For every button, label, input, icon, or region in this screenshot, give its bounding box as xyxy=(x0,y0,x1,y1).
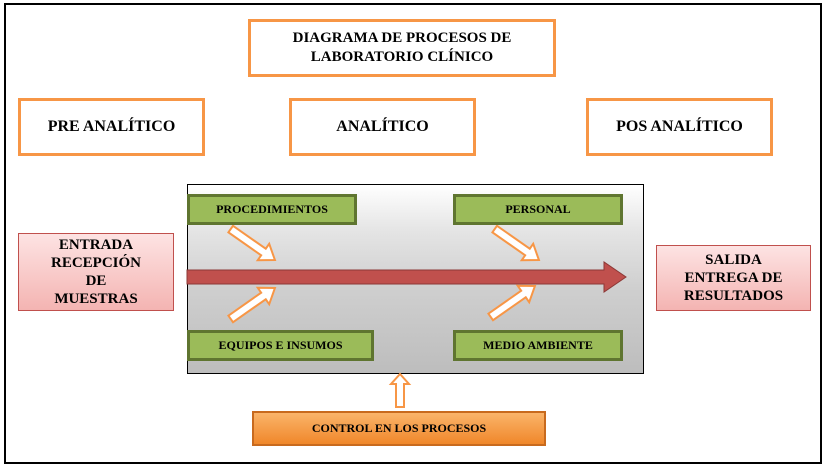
control-box: CONTROL EN LOS PROCESOS xyxy=(252,411,546,446)
factor-arrow-medio-ambiente xyxy=(487,284,537,322)
factor-arrow-procedimientos xyxy=(227,224,277,262)
input-box: ENTRADA RECEPCIÓN DE MUESTRAS xyxy=(18,233,174,311)
factor-medio-ambiente: MEDIO AMBIENTE xyxy=(453,330,623,361)
output-line-2: ENTREGA DE xyxy=(684,270,783,286)
control-arrow xyxy=(388,372,412,408)
factor-procedimientos: PROCEDIMIENTOS xyxy=(187,194,357,225)
title-line-1: DIAGRAMA DE PROCESOS DE xyxy=(292,30,512,46)
phase-analytic: ANALÍTICO xyxy=(289,98,476,156)
main-flow-arrow xyxy=(186,261,627,293)
input-line-3: DE xyxy=(85,273,107,289)
input-line-2: RECEPCIÓN xyxy=(50,255,141,271)
factor-equipos-insumos: EQUIPOS E INSUMOS xyxy=(187,330,374,361)
output-box: SALIDA ENTREGA DE RESULTADOS xyxy=(656,245,811,311)
output-line-3: RESULTADOS xyxy=(683,288,784,304)
diagram-title: DIAGRAMA DE PROCESOS DE LABORATORIO CLÍN… xyxy=(248,19,556,77)
factor-arrow-equipos xyxy=(227,286,277,324)
input-line-4: MUESTRAS xyxy=(54,291,138,307)
phase-pre-analytic: PRE ANALÍTICO xyxy=(18,98,205,156)
output-line-1: SALIDA xyxy=(705,252,762,268)
diagram-frame xyxy=(4,3,822,464)
input-line-1: ENTRADA xyxy=(58,237,134,253)
phase-post-analytic: POS ANALÍTICO xyxy=(586,98,773,156)
title-line-2: LABORATORIO CLÍNICO xyxy=(310,49,494,65)
factor-arrow-personal xyxy=(491,224,541,262)
factor-personal: PERSONAL xyxy=(453,194,623,225)
